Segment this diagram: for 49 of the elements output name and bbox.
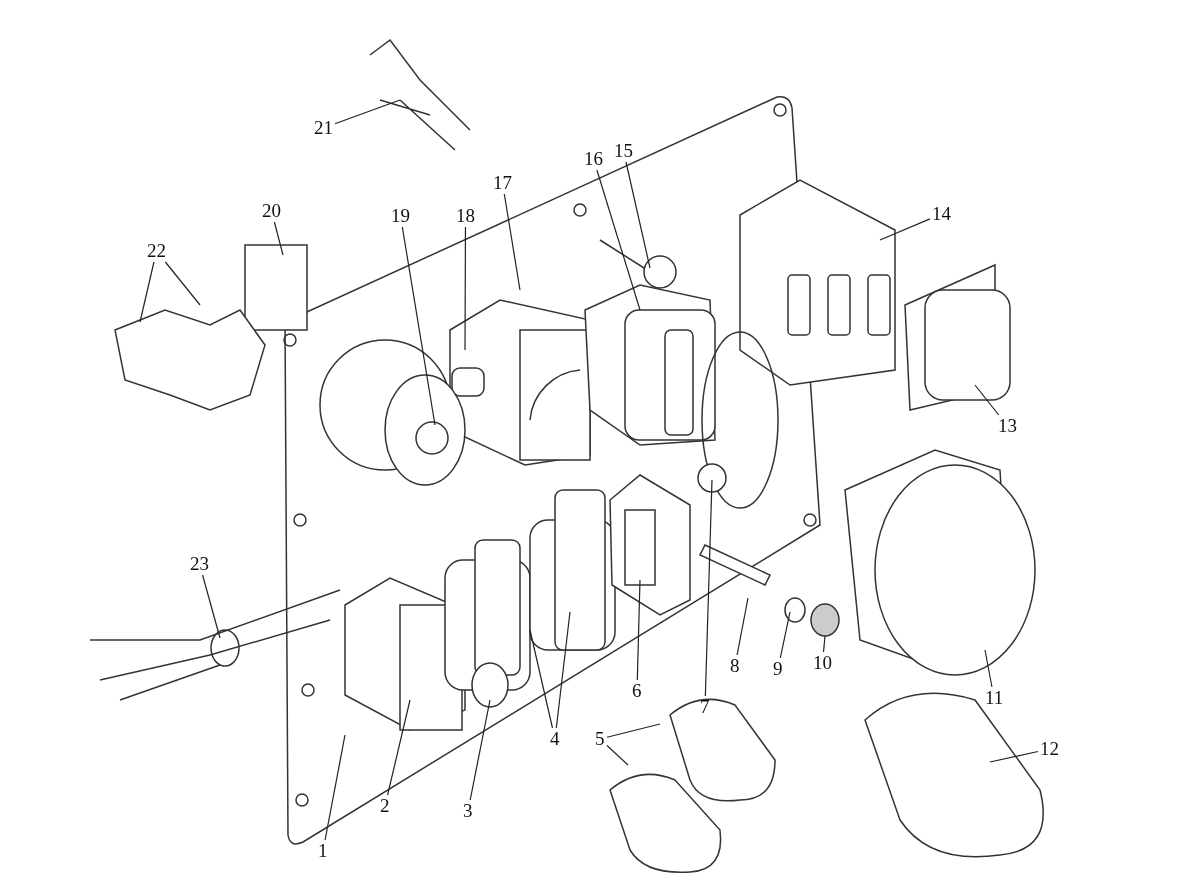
- leader-line: [636, 579, 641, 681]
- callout-number: 19: [391, 206, 410, 226]
- callout-number: 6: [632, 681, 642, 701]
- callout-number: 4: [550, 729, 560, 749]
- leader-line: [974, 384, 1000, 416]
- leader-line: [139, 261, 155, 323]
- callout-number: 10: [813, 653, 832, 673]
- callout-number: 21: [314, 118, 333, 138]
- callout-number: 22: [147, 241, 166, 261]
- callout-number: 2: [380, 796, 390, 816]
- leader-line: [324, 734, 346, 841]
- leader-line: [822, 635, 826, 653]
- leader-line: [596, 169, 641, 311]
- leader-line: [606, 723, 661, 738]
- leader-line: [387, 699, 411, 796]
- leader-line: [736, 597, 749, 656]
- leader-line: [529, 629, 554, 729]
- leader-line: [503, 193, 521, 291]
- callout-number: 7: [700, 697, 710, 717]
- leader-line: [201, 574, 221, 639]
- callout-number: 9: [773, 659, 783, 679]
- callout-number: 5: [595, 729, 605, 749]
- callout-number: 12: [1040, 739, 1059, 759]
- leader-line: [464, 226, 467, 351]
- leader-line: [273, 221, 284, 256]
- leader-line: [984, 649, 993, 688]
- callout-number: 14: [932, 204, 951, 224]
- callout-number: 1: [318, 841, 328, 861]
- leader-line: [164, 261, 201, 306]
- callout-number: 20: [262, 201, 281, 221]
- leader-line: [555, 611, 571, 729]
- callout-number: 15: [614, 141, 633, 161]
- leader-line: [779, 611, 791, 659]
- callout-number: 16: [584, 149, 603, 169]
- leader-line: [334, 99, 401, 125]
- leader-line: [625, 161, 651, 269]
- callout-number: 11: [985, 688, 1004, 708]
- leader-line: [704, 479, 713, 697]
- callout-number: 18: [456, 206, 475, 226]
- leader-line: [989, 750, 1039, 763]
- callout-number: 3: [463, 801, 473, 821]
- callout-number: 23: [190, 554, 209, 574]
- leader-line: [879, 218, 931, 241]
- leader-line: [606, 744, 629, 766]
- callout-number: 17: [493, 173, 512, 193]
- callout-number: 13: [998, 416, 1017, 436]
- leader-line: [469, 699, 491, 801]
- callout-number: 8: [730, 656, 740, 676]
- leader-line: [401, 226, 436, 426]
